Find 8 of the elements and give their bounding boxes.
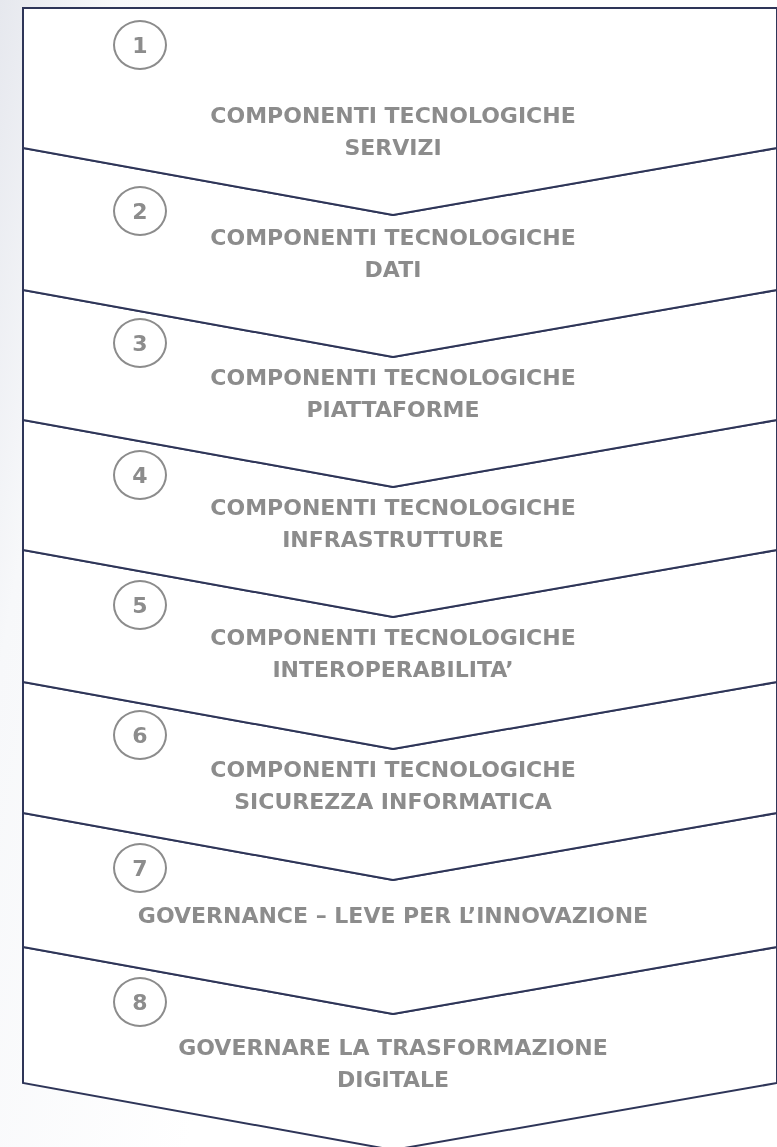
band-title: COMPONENTI TECNOLOGICHE INFRASTRUTTURE [209, 494, 577, 554]
band-title: COMPONENTI TECNOLOGICHE DATI [209, 224, 577, 284]
band-title: COMPONENTI TECNOLOGICHE PIATTAFORME [209, 364, 577, 424]
band-title: COMPONENTI TECNOLOGICHE INTEROPERABILITA’ [209, 624, 577, 684]
band-title: COMPONENTI TECNOLOGICHE SICUREZZA INFORMATICA [209, 756, 577, 816]
band-title: GOVERNANCE – LEVE PER L’INNOVAZIONE [136, 902, 650, 930]
band-title: GOVERNARE LA TRASFORMAZIONE DIGITALE [177, 1034, 609, 1094]
band-title: COMPONENTI TECNOLOGICHE SERVIZI [209, 102, 577, 162]
